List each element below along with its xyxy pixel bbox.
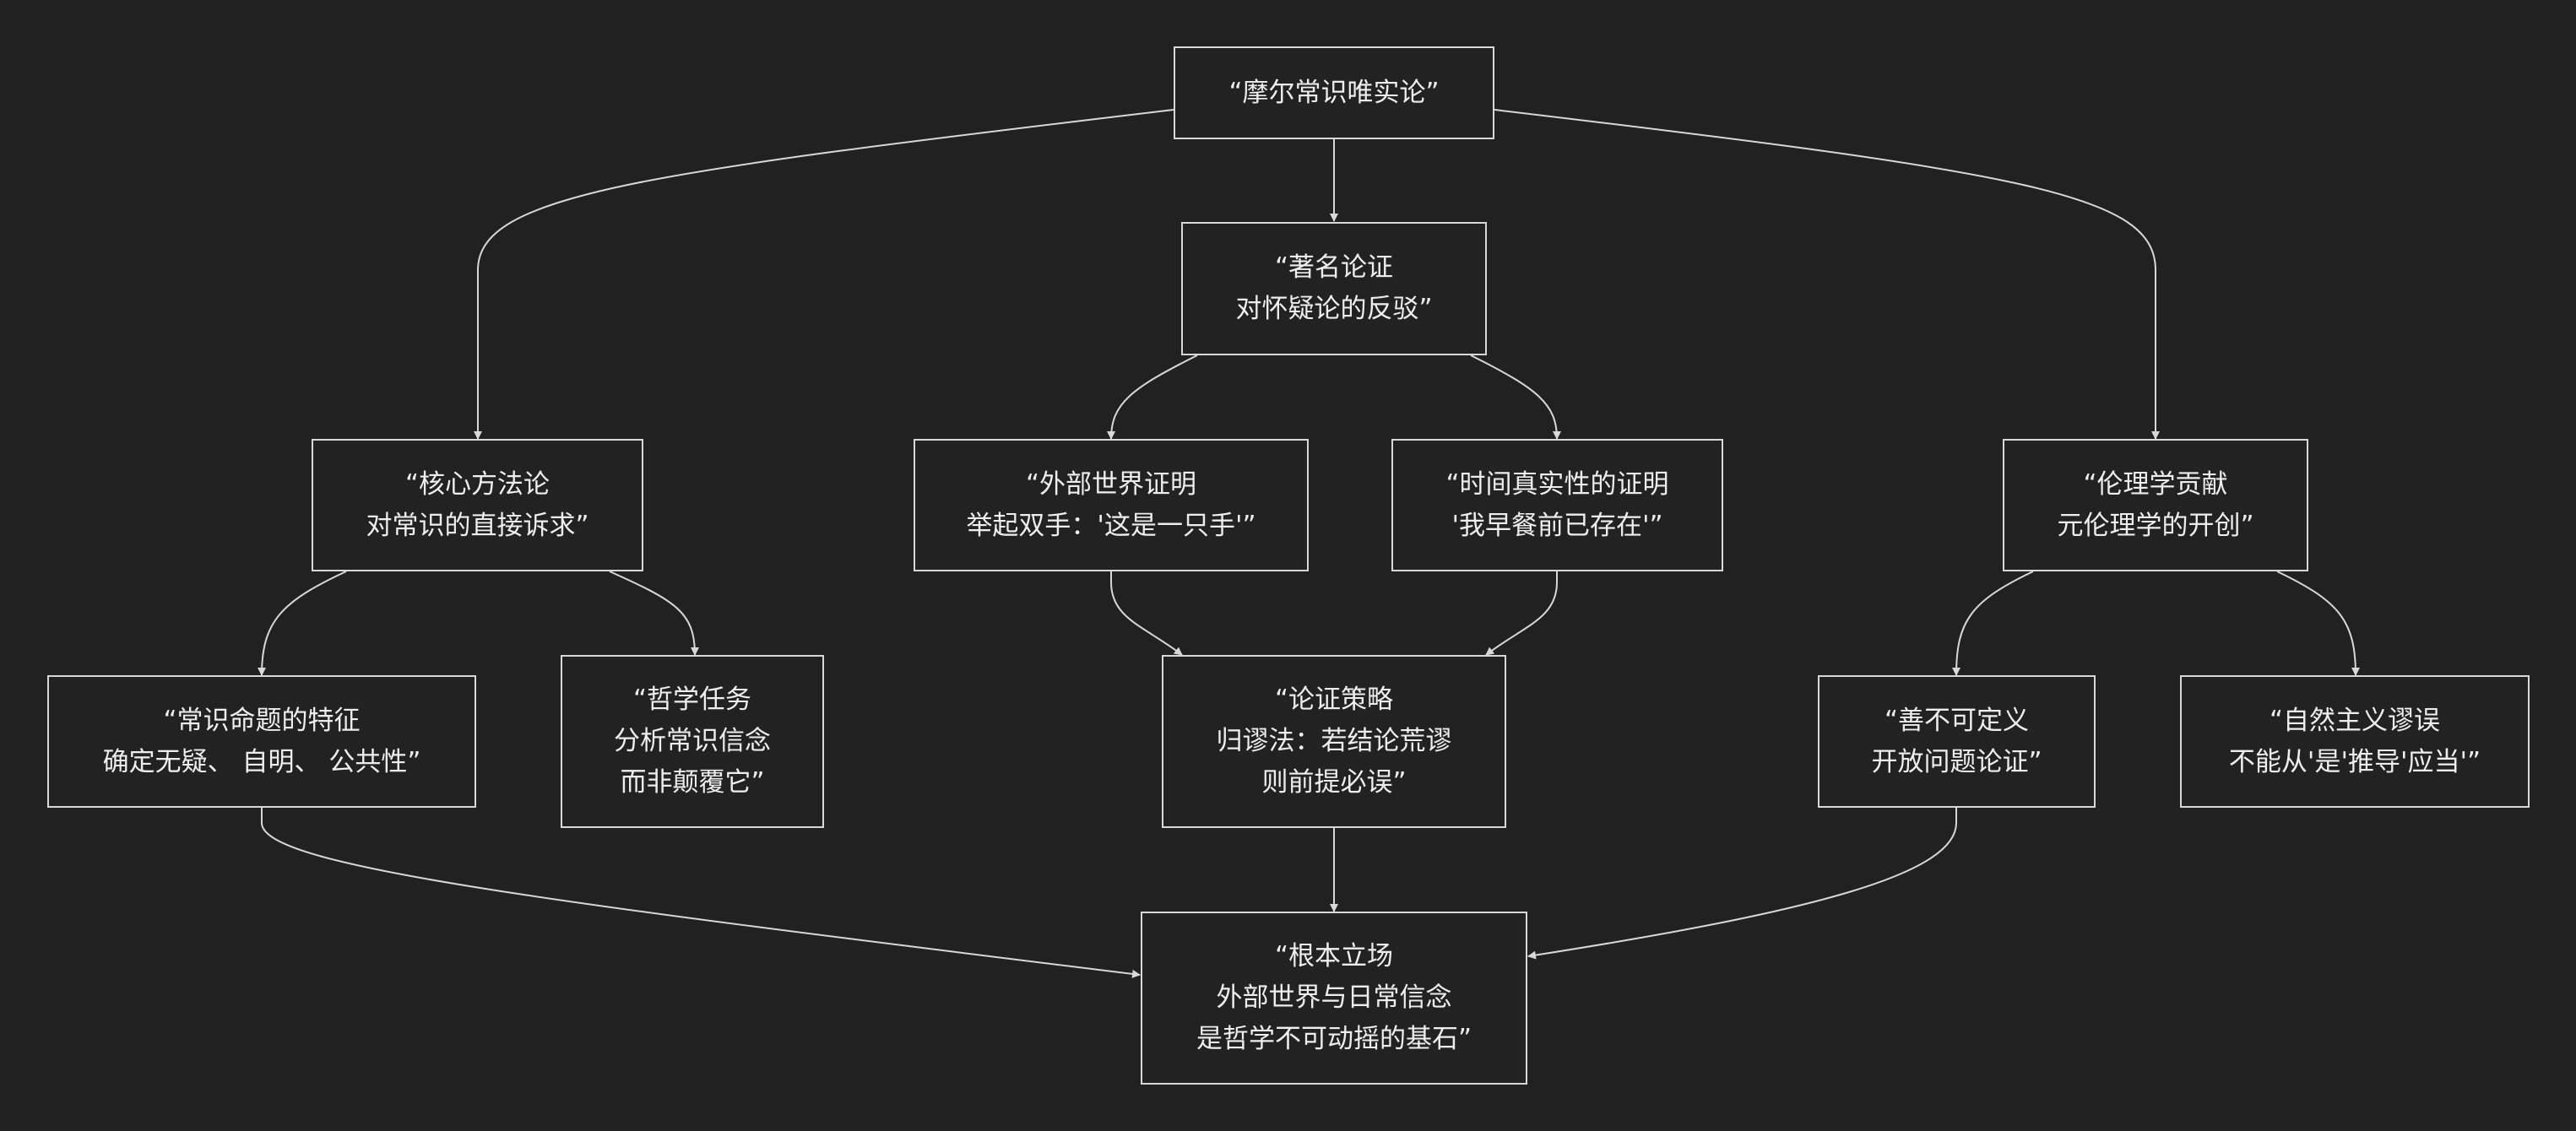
node-fallacy-line-2: 不能从'是'推导'应当'” xyxy=(2228,746,2481,777)
node-strategy-line-3: 则前提必误” xyxy=(1261,767,1407,798)
node-argument-line-1: “著名论证 xyxy=(1274,252,1394,283)
node-external: “外部世界证明 举起双手：'这是一只手'” xyxy=(914,439,1309,571)
edge-argument-external xyxy=(1107,354,1198,440)
node-task-line-3: 而非颠覆它” xyxy=(620,767,765,798)
node-good: “善不可定义 开放问题论证” xyxy=(1818,675,2096,808)
node-foundation-line-1: “根本立场 xyxy=(1274,941,1394,971)
node-fallacy-line-1: “自然主义谬误 xyxy=(2269,705,2441,736)
node-strategy: “论证策略 归谬法：若结论荒谬 则前提必误” xyxy=(1162,655,1506,828)
edge-good-foundation xyxy=(1527,808,1957,960)
edge-ethics-good xyxy=(1952,571,2034,676)
node-argument-line-2: 对怀疑论的反驳” xyxy=(1235,294,1433,324)
node-ethics-line-1: “伦理学贡献 xyxy=(2083,468,2228,500)
node-time: “时间真实性的证明 '我早餐前已存在'” xyxy=(1391,439,1723,571)
node-time-line-2: '我早餐前已存在'” xyxy=(1451,510,1663,541)
edge-features-foundation xyxy=(261,808,1141,978)
edge-root-method xyxy=(474,109,1174,440)
node-fallacy: “自然主义谬误 不能从'是'推导'应当'” xyxy=(2180,675,2530,808)
node-ethics: “伦理学贡献 元伦理学的开创” xyxy=(2003,439,2308,571)
edge-root-ethics xyxy=(1494,109,2160,440)
edge-method-features xyxy=(258,571,347,676)
node-good-line-2: 开放问题论证” xyxy=(1871,746,2042,777)
node-external-line-2: 举起双手：'这是一只手'” xyxy=(966,510,1256,541)
node-strategy-line-2: 归谬法：若结论荒谬 xyxy=(1216,726,1452,756)
node-features-line-2: 确定无疑、 自明、 公共性” xyxy=(102,746,421,777)
node-task-line-2: 分析常识信念 xyxy=(614,726,771,756)
node-root-line-1: “摩尔常识唯实论” xyxy=(1228,77,1440,108)
edge-ethics-fallacy xyxy=(2276,571,2360,676)
node-argument: “著名论证 对怀疑论的反驳” xyxy=(1181,222,1487,355)
node-foundation: “根本立场 外部世界与日常信念 是哲学不可动摇的基石” xyxy=(1141,912,1527,1085)
node-method: “核心方法论 对常识的直接诉求” xyxy=(312,439,643,571)
node-method-line-1: “核心方法论 xyxy=(404,468,550,500)
node-root: “摩尔常识唯实论” xyxy=(1174,46,1494,139)
edge-method-task xyxy=(609,571,699,656)
edge-time-strategy xyxy=(1485,571,1558,656)
node-task-line-1: “哲学任务 xyxy=(632,685,752,715)
node-task: “哲学任务 分析常识信念 而非颠覆它” xyxy=(561,655,824,828)
node-method-line-2: 对常识的直接诉求” xyxy=(366,510,589,541)
node-good-line-1: “善不可定义 xyxy=(1884,705,2030,736)
node-features-line-1: “常识命题的特征 xyxy=(163,705,361,736)
edge-external-strategy xyxy=(1110,571,1183,656)
edge-argument-time xyxy=(1470,354,1561,440)
node-external-line-1: “外部世界证明 xyxy=(1025,468,1197,500)
node-foundation-line-2: 外部世界与日常信念 xyxy=(1216,982,1452,1013)
node-features: “常识命题的特征 确定无疑、 自明、 公共性” xyxy=(47,675,476,808)
node-time-line-1: “时间真实性的证明 xyxy=(1445,468,1669,500)
node-ethics-line-2: 元伦理学的开创” xyxy=(2057,510,2254,541)
node-strategy-line-1: “论证策略 xyxy=(1274,685,1394,715)
node-foundation-line-3: 是哲学不可动摇的基石” xyxy=(1196,1024,1472,1054)
